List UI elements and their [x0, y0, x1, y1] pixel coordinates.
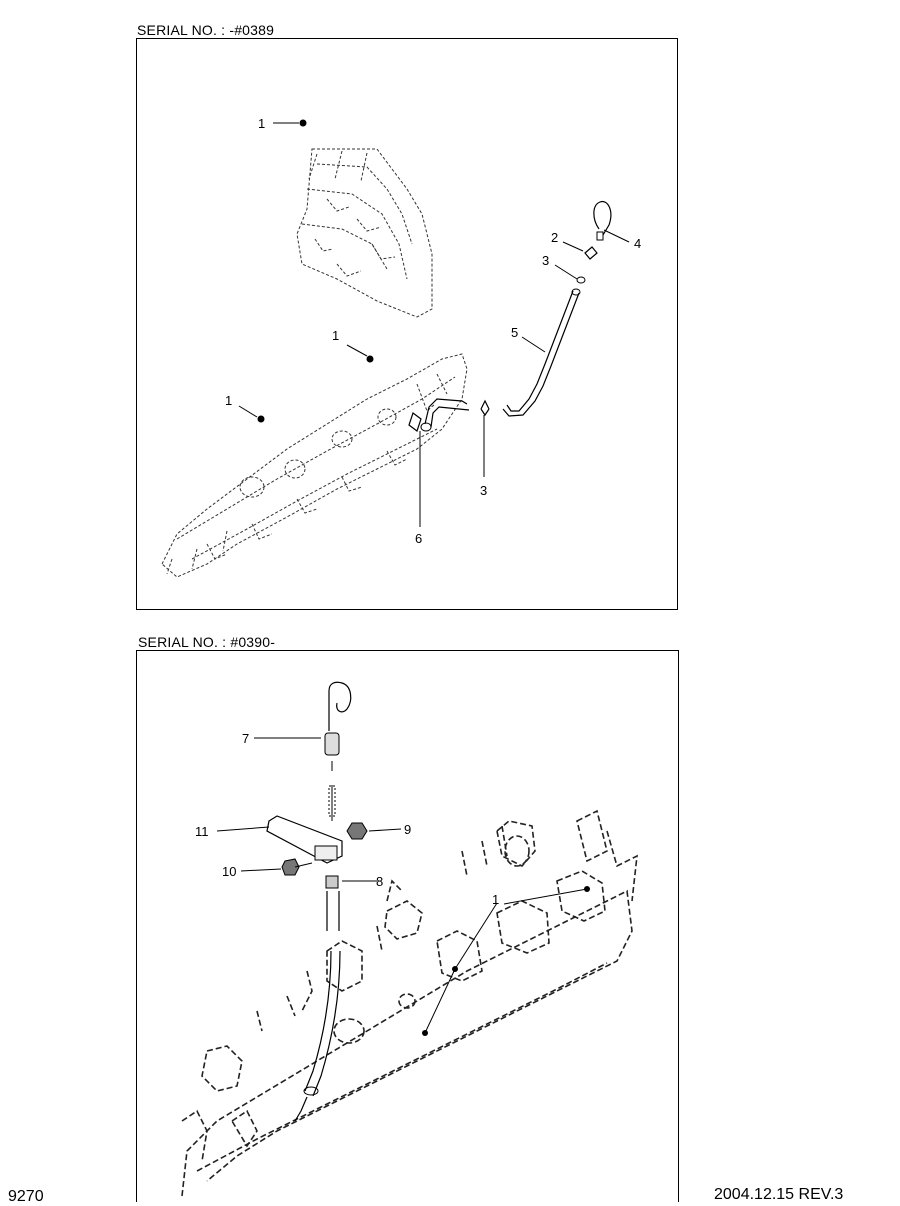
callout-1: 1: [258, 116, 265, 131]
clip-part: [576, 276, 586, 284]
nut-icon: [346, 822, 368, 840]
dipstick-handle-part: [593, 200, 612, 241]
dipstick-tube-part: [502, 288, 581, 417]
diagram-frame-top: 1 1 1 2 3 4 5 6 3: [136, 38, 678, 610]
upper-manifold-part: [296, 148, 433, 318]
hose-part: [408, 398, 470, 432]
exploded-view-top: 1 1 1 2 3 4 5 6 3: [161, 116, 641, 578]
callout-1: 1: [225, 393, 232, 408]
bracket-part: [266, 815, 343, 864]
page-reference: 9270: [8, 1188, 44, 1205]
callout-2: 2: [551, 230, 558, 245]
lower-manifold-part: [161, 353, 468, 578]
callout-3: 3: [542, 253, 549, 268]
serial-label-top: SERIAL NO. : -#0389: [137, 22, 275, 38]
date-revision: 2004.12.15 REV.3: [714, 1186, 844, 1203]
guide-tube-part: [294, 875, 341, 1122]
clip-part: [480, 399, 490, 417]
callout-11: 11: [195, 824, 209, 839]
engine-block-part: [181, 809, 638, 1197]
callout-4: 4: [634, 236, 641, 251]
bolt-icon: [366, 355, 374, 363]
diagram-frame-bottom: 7 11 9 10 8 1: [136, 650, 679, 1202]
callout-1: 1: [492, 892, 499, 907]
callout-8: 8: [376, 874, 383, 889]
bolt-icon: [299, 119, 307, 127]
callout-9: 9: [404, 822, 411, 837]
callout-6: 6: [415, 531, 422, 546]
dipstick-part: [324, 681, 352, 821]
bolt-icon: [257, 415, 265, 423]
callout-1: 1: [332, 328, 339, 343]
serial-label-bottom: SERIAL NO. : #0390-: [138, 634, 276, 650]
seal-part: [584, 246, 598, 260]
callout-7: 7: [242, 731, 249, 746]
bolt-part: [281, 858, 313, 876]
callout-3: 3: [480, 483, 487, 498]
exploded-view-bottom: 7 11 9 10 8 1: [181, 681, 638, 1197]
callout-5: 5: [511, 325, 518, 340]
callout-10: 10: [222, 864, 236, 879]
